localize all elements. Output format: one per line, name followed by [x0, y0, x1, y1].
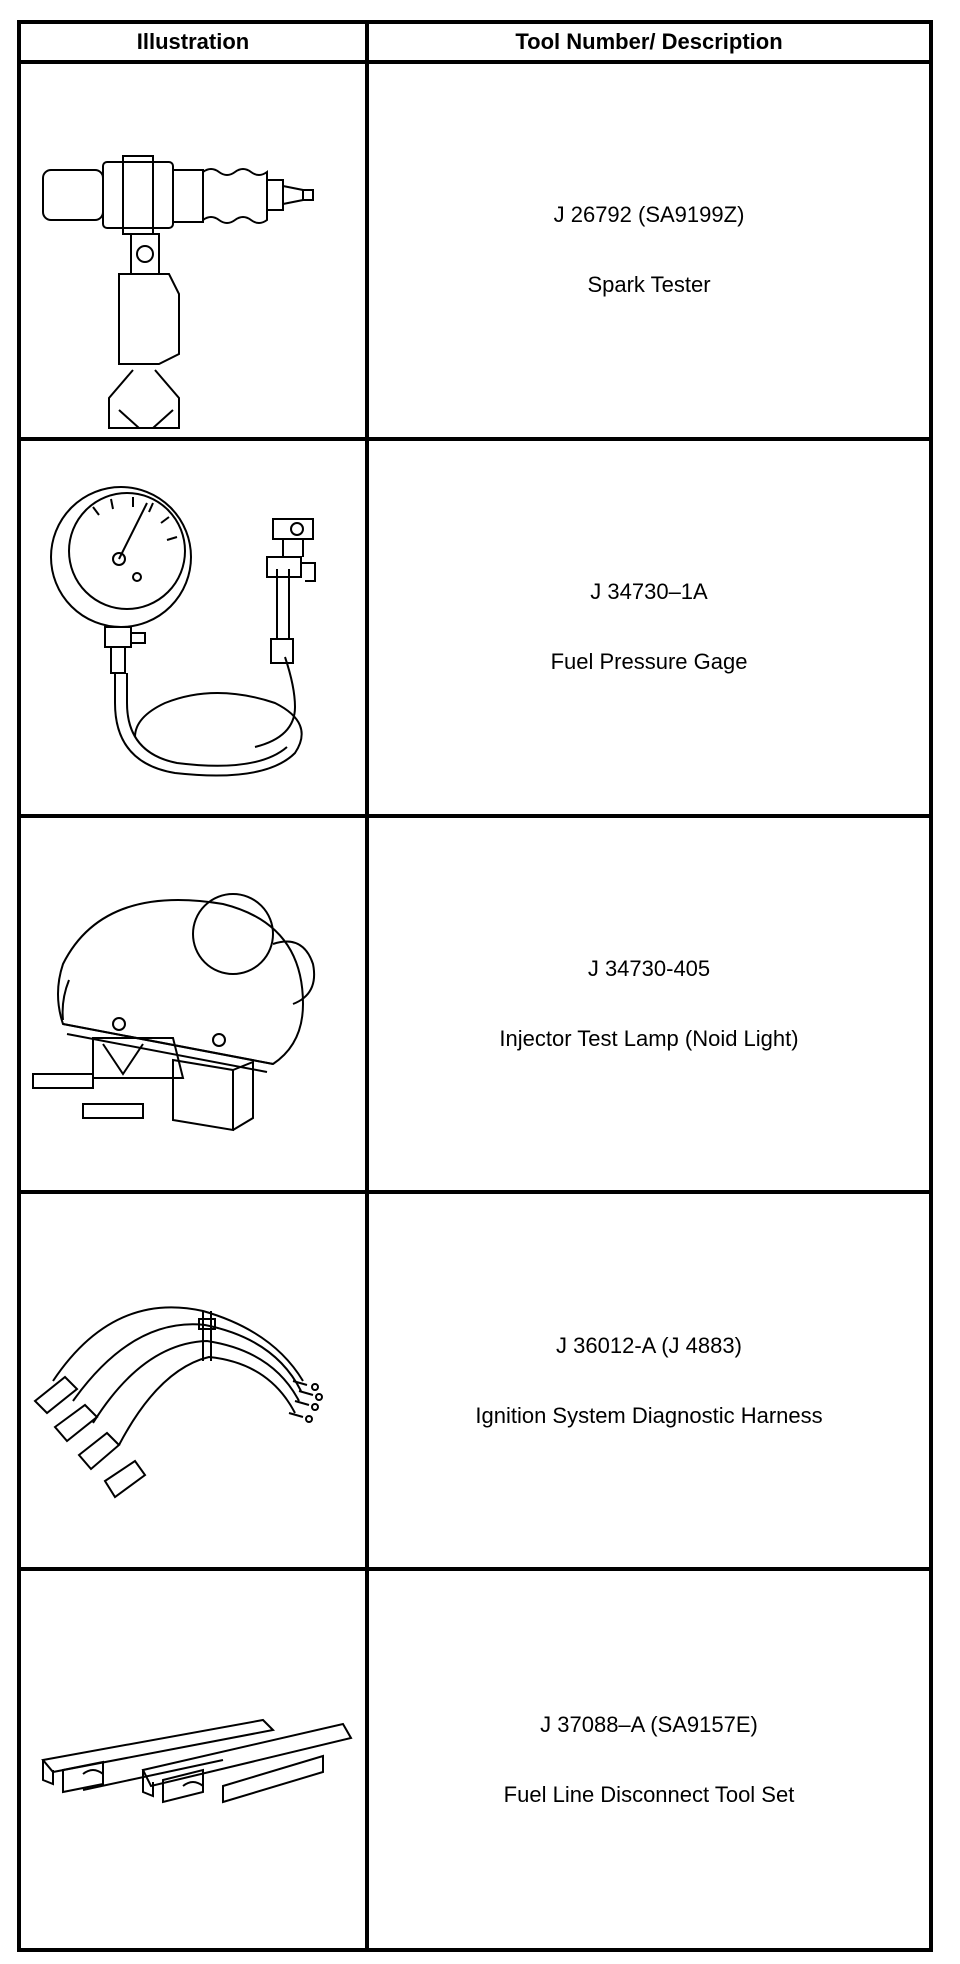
illustration-cell: [21, 1194, 369, 1572]
tool-description-cell: J 37088–A (SA9157E) Fuel Line Disconnect…: [369, 1571, 929, 1948]
tool-description-cell: J 26792 (SA9199Z) Spark Tester: [369, 64, 929, 441]
header-illustration: Illustration: [21, 24, 369, 64]
tool-description: Spark Tester: [587, 272, 711, 298]
header-tool-description: Tool Number/ Description: [369, 24, 929, 64]
tool-description: Fuel Line Disconnect Tool Set: [503, 1781, 795, 1807]
tool-description: Ignition System Diagnostic Harness: [475, 1402, 823, 1428]
tool-description: Fuel Pressure Gage: [550, 649, 748, 675]
tools-table: Illustration Tool Number/ Description J …: [17, 20, 933, 1952]
tool-number: J 34730–1A: [590, 579, 708, 605]
illustration-cell: [21, 1571, 369, 1948]
illustration-cell: [21, 817, 369, 1195]
tool-number: J 37088–A (SA9157E): [540, 1711, 758, 1737]
fuel-pressure-gage-icon: [23, 447, 363, 807]
tool-description-cell: J 36012-A (J 4883) Ignition System Diagn…: [369, 1194, 929, 1572]
tool-number: J 26792 (SA9199Z): [553, 202, 745, 228]
tool-description-cell: J 34730-405 Injector Test Lamp (Noid Lig…: [369, 818, 929, 1195]
illustration-cell: [21, 64, 369, 441]
noid-light-icon: [23, 824, 363, 1184]
tool-number: J 36012-A (J 4883): [556, 1332, 742, 1358]
illustration-cell: [21, 440, 369, 818]
tool-number: J 34730-405: [587, 955, 711, 981]
tool-description-cell: J 34730–1A Fuel Pressure Gage: [369, 441, 929, 818]
tool-description: Injector Test Lamp (Noid Light): [499, 1025, 799, 1051]
diagnostic-harness-icon: [23, 1201, 363, 1561]
fuel-line-disconnect-tool-icon: [23, 1580, 363, 1940]
spark-tester-icon: [23, 70, 363, 430]
